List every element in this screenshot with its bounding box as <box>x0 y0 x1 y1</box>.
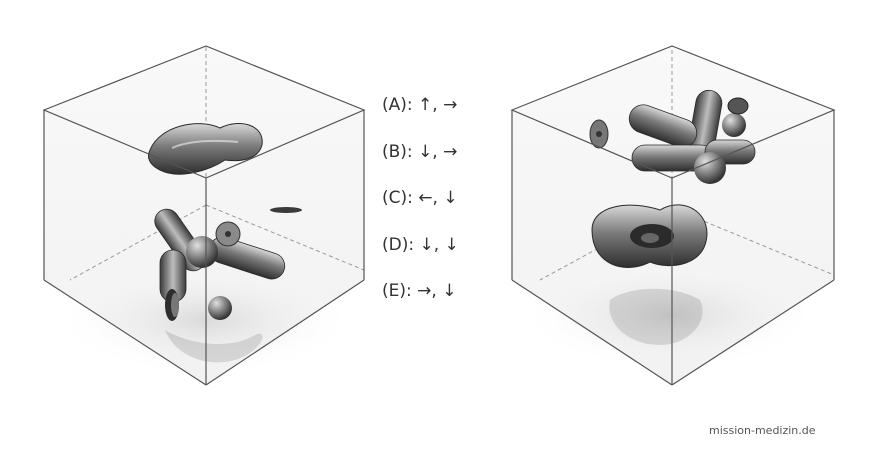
option-letter: (C): <box>382 188 413 208</box>
cube-visible-edges <box>42 45 366 386</box>
shape-coin-disc <box>165 289 179 321</box>
shape-floor-reflection <box>609 288 703 345</box>
option-arrows: →, ↓ <box>417 281 457 301</box>
shape-ball <box>208 296 232 320</box>
option-d: (D): ↓, ↓ <box>382 232 492 279</box>
shape-tripod <box>154 208 286 303</box>
cube-visible-edges <box>510 45 836 386</box>
option-letter: (E): <box>382 281 412 301</box>
option-letter: (A): <box>382 95 413 115</box>
shape-ball-small <box>722 97 749 137</box>
option-arrows: ↑, → <box>418 95 458 115</box>
option-c: (C): ←, ↓ <box>382 185 492 232</box>
option-arrows: ↓, ↓ <box>419 234 459 255</box>
option-a: (A): ↑, → <box>382 92 492 139</box>
source-credit: mission-medizin.de <box>709 424 816 437</box>
option-arrows: ←, ↓ <box>418 188 458 208</box>
shape-small-disc <box>589 119 609 149</box>
shape-tripod-rotated <box>628 89 756 184</box>
left-cube-figure <box>42 45 366 386</box>
option-letter: (B): <box>382 141 413 162</box>
shape-torus <box>591 204 708 268</box>
shape-wavy-ring <box>147 123 263 175</box>
answer-options: (A): ↑, → (B): ↓, → (C): ←, ↓ (D): ↓, ↓ … <box>382 92 492 325</box>
option-b: (B): ↓, → <box>382 139 492 186</box>
option-letter: (D): <box>382 234 415 255</box>
right-cube-figure <box>510 45 836 386</box>
cube-faces <box>44 46 364 385</box>
shape-floor-reflection <box>165 330 263 363</box>
option-arrows: ↓, → <box>418 141 458 162</box>
option-e: (E): →, ↓ <box>382 278 492 325</box>
shape-small-gear <box>215 221 241 247</box>
shape-thin-disc <box>270 207 302 213</box>
